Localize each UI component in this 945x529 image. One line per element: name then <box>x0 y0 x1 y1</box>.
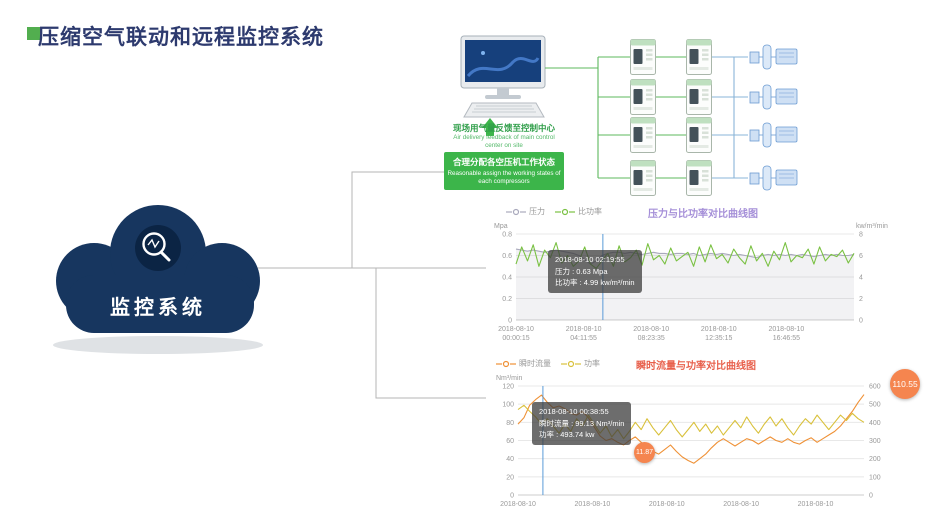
svg-text:2018-08-10: 2018-08-10 <box>798 501 834 508</box>
svg-text:40: 40 <box>506 456 514 463</box>
legend-label: 比功率 <box>578 207 602 216</box>
assign-label-en: Reasonable assign the working states of … <box>447 170 561 185</box>
svg-text:kw/m³/min: kw/m³/min <box>856 223 888 230</box>
svg-text:0: 0 <box>869 493 873 500</box>
legend-item[interactable]: 压力 <box>506 206 545 217</box>
svg-text:100: 100 <box>502 402 514 409</box>
legend-item[interactable]: 功率 <box>561 358 600 369</box>
compressor-icon <box>630 160 656 196</box>
legend-item[interactable]: 瞬时流量 <box>496 358 551 369</box>
svg-text:300: 300 <box>869 438 881 445</box>
legend-label: 瞬时流量 <box>519 359 551 368</box>
svg-text:6: 6 <box>859 253 863 260</box>
legend-marker-icon <box>496 360 516 367</box>
svg-text:Mpa: Mpa <box>494 223 508 230</box>
legend-marker-icon <box>561 360 581 367</box>
svg-text:0: 0 <box>859 318 863 325</box>
flow-power-plot[interactable]: 0 20 40 60 80 100 120 0 100 200 300 400 500 600 Nm³/mi… <box>486 370 916 529</box>
system-diagram: 现场用气量反馈至控制中心 Air delivery feedback of ma… <box>438 28 868 220</box>
series-area <box>516 249 854 320</box>
assign-label-cn: 合理分配各空压机工作状态 <box>452 157 555 167</box>
up-arrow-icon <box>482 118 498 136</box>
pressure-power-plot[interactable]: 0 0.2 0.4 0.6 0.8 0 2 4 6 8 Mpa kw/m³/min 2018-08-10… <box>486 220 898 354</box>
svg-text:2018-08-10: 2018-08-10 <box>500 501 536 508</box>
svg-text:2018-08-10: 2018-08-10 <box>574 501 610 508</box>
svg-text:0: 0 <box>510 493 514 500</box>
air-equipment-icon <box>749 122 798 148</box>
assign-label: 合理分配各空压机工作状态 Reasonable assign the worki… <box>444 152 564 190</box>
page-title: 压缩空气联动和远程监控系统 <box>38 26 324 49</box>
compressor-icon <box>686 39 712 75</box>
legend-marker-icon <box>555 208 575 215</box>
svg-text:400: 400 <box>869 420 881 427</box>
compressor-icon <box>630 117 656 153</box>
legend-item[interactable]: 比功率 <box>555 206 602 217</box>
svg-text:Nm³/min: Nm³/min <box>496 375 523 382</box>
compressor-icon <box>686 160 712 196</box>
feedback-label-cn: 现场用气量反馈至控制中心 <box>452 123 555 133</box>
compressor-icon <box>630 79 656 115</box>
legend-label: 功率 <box>584 359 600 368</box>
computer-icon <box>460 35 546 118</box>
legend-label: 压力 <box>529 207 545 216</box>
magnifier-icon <box>135 225 181 271</box>
air-equipment-icon <box>749 44 798 70</box>
svg-text:500: 500 <box>869 402 881 409</box>
cloud-shape <box>53 205 263 354</box>
svg-text:2018-08-10: 2018-08-10 <box>723 501 759 508</box>
air-equipment-icon <box>749 84 798 110</box>
chart-legend[interactable]: 瞬时流量 功率 <box>496 358 600 369</box>
pressure-power-chart-panel: 压力 比功率 压力与比功率对比曲线图 0 0.2 0.4 0.6 0.8 0 2 4 6 8 Mpa k… <box>486 204 898 354</box>
svg-text:4: 4 <box>859 275 863 282</box>
feedback-label-en: Air delivery feedback of main control ce… <box>453 134 555 149</box>
chart-title: 瞬时流量与功率对比曲线图 <box>636 361 756 372</box>
flow-power-chart-panel: 瞬时流量 功率 瞬时流量与功率对比曲线图 0 20 40 60 80 100 120 0 100 2… <box>486 356 920 529</box>
chart-legend[interactable]: 压力 比功率 <box>506 206 602 217</box>
svg-text:100: 100 <box>869 474 881 481</box>
compressor-icon <box>630 39 656 75</box>
diagram-graphics <box>460 35 798 196</box>
blue-wires <box>712 56 748 179</box>
monitoring-cloud: 监控系统 <box>28 193 288 358</box>
svg-text:120: 120 <box>502 384 514 391</box>
svg-text:2018-08-10: 2018-08-10 <box>649 501 685 508</box>
compressor-icon <box>686 79 712 115</box>
cloud-label: 监控系统 <box>110 297 206 319</box>
title-bullet <box>27 27 40 40</box>
air-equipment-icon <box>749 165 798 191</box>
svg-text:60: 60 <box>506 438 514 445</box>
svg-text:0: 0 <box>508 318 512 325</box>
legend-marker-icon <box>506 208 526 215</box>
svg-text:80: 80 <box>506 420 514 427</box>
svg-text:2: 2 <box>859 296 863 303</box>
svg-text:20: 20 <box>506 474 514 481</box>
compressor-icon <box>686 117 712 153</box>
series-line <box>517 394 865 464</box>
svg-text:0.6: 0.6 <box>502 253 512 260</box>
svg-text:600: 600 <box>869 384 881 391</box>
svg-text:0.4: 0.4 <box>502 275 512 282</box>
flow-low-badge: 11.87 <box>634 442 655 463</box>
chart-title: 压力与比功率对比曲线图 <box>648 209 758 220</box>
feedback-label: 现场用气量反馈至控制中心 Air delivery feedback of ma… <box>438 122 570 150</box>
svg-text:8: 8 <box>859 232 863 239</box>
svg-text:200: 200 <box>869 456 881 463</box>
flow-peak-badge: 110.55 <box>890 369 920 399</box>
svg-text:0.8: 0.8 <box>502 232 512 239</box>
green-wires <box>545 56 686 179</box>
svg-text:0.2: 0.2 <box>502 296 512 303</box>
